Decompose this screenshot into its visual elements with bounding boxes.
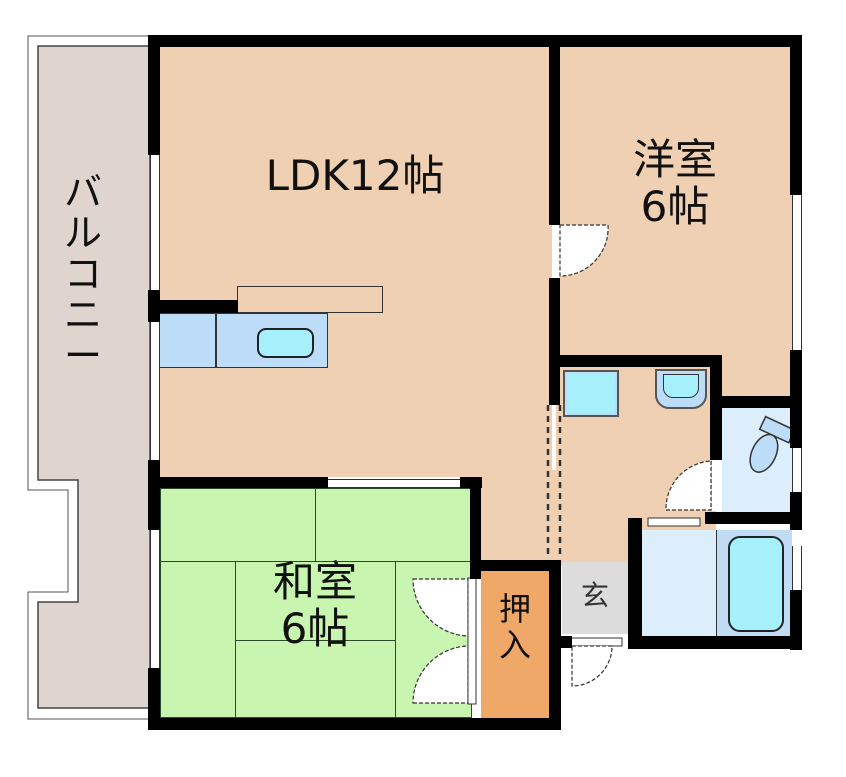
wall: [148, 477, 328, 488]
window[interactable]: [150, 530, 160, 668]
wall: [560, 636, 572, 648]
wall: [790, 350, 802, 448]
wall: [148, 35, 802, 47]
wall: [628, 518, 642, 648]
ldk-label: LDK12帖: [265, 151, 445, 200]
toilet-bowl-icon: [749, 415, 792, 473]
room-western-ext: [720, 355, 792, 397]
closet-label: 押 入: [498, 590, 531, 664]
japanese-label: 和室 6帖: [272, 557, 357, 654]
wall: [148, 300, 238, 313]
wall: [790, 35, 802, 195]
wall: [790, 492, 802, 530]
washing-machine-icon: [563, 370, 619, 417]
bathtub-fixture: [728, 536, 784, 632]
wall: [705, 512, 802, 524]
kitchen-counter-upper: [237, 286, 383, 313]
window[interactable]: [792, 195, 802, 350]
sliding-door[interactable]: [328, 479, 460, 488]
room-ldk-lower: [470, 470, 560, 565]
window[interactable]: [792, 546, 802, 590]
hallway-lower: [556, 520, 628, 566]
wall: [148, 460, 160, 530]
wall: [470, 560, 560, 571]
wall: [549, 35, 560, 225]
western-label: 洋室 6帖: [632, 135, 717, 232]
wall: [148, 35, 160, 155]
wall: [148, 718, 560, 730]
entrance-label: 玄: [580, 579, 609, 612]
kitchen-divider: [215, 313, 217, 368]
room-closet[interactable]: [481, 570, 549, 718]
room-western[interactable]: [556, 45, 792, 360]
wall: [470, 477, 481, 579]
window[interactable]: [792, 448, 802, 492]
wall: [628, 636, 802, 649]
wall: [549, 278, 560, 405]
room-entrance[interactable]: [562, 562, 628, 634]
room-washroom[interactable]: [641, 530, 717, 636]
wall: [790, 590, 802, 650]
room-ldk[interactable]: [160, 45, 552, 477]
balcony-label: バ ル コ ニ ー: [63, 170, 102, 379]
wall: [549, 560, 561, 730]
wall: [148, 668, 160, 728]
window[interactable]: [150, 322, 160, 460]
wash-basin-bowl: [663, 374, 699, 398]
wall: [710, 396, 802, 408]
wall: [549, 355, 721, 367]
window[interactable]: [150, 155, 160, 290]
sink-icon: [257, 328, 314, 358]
